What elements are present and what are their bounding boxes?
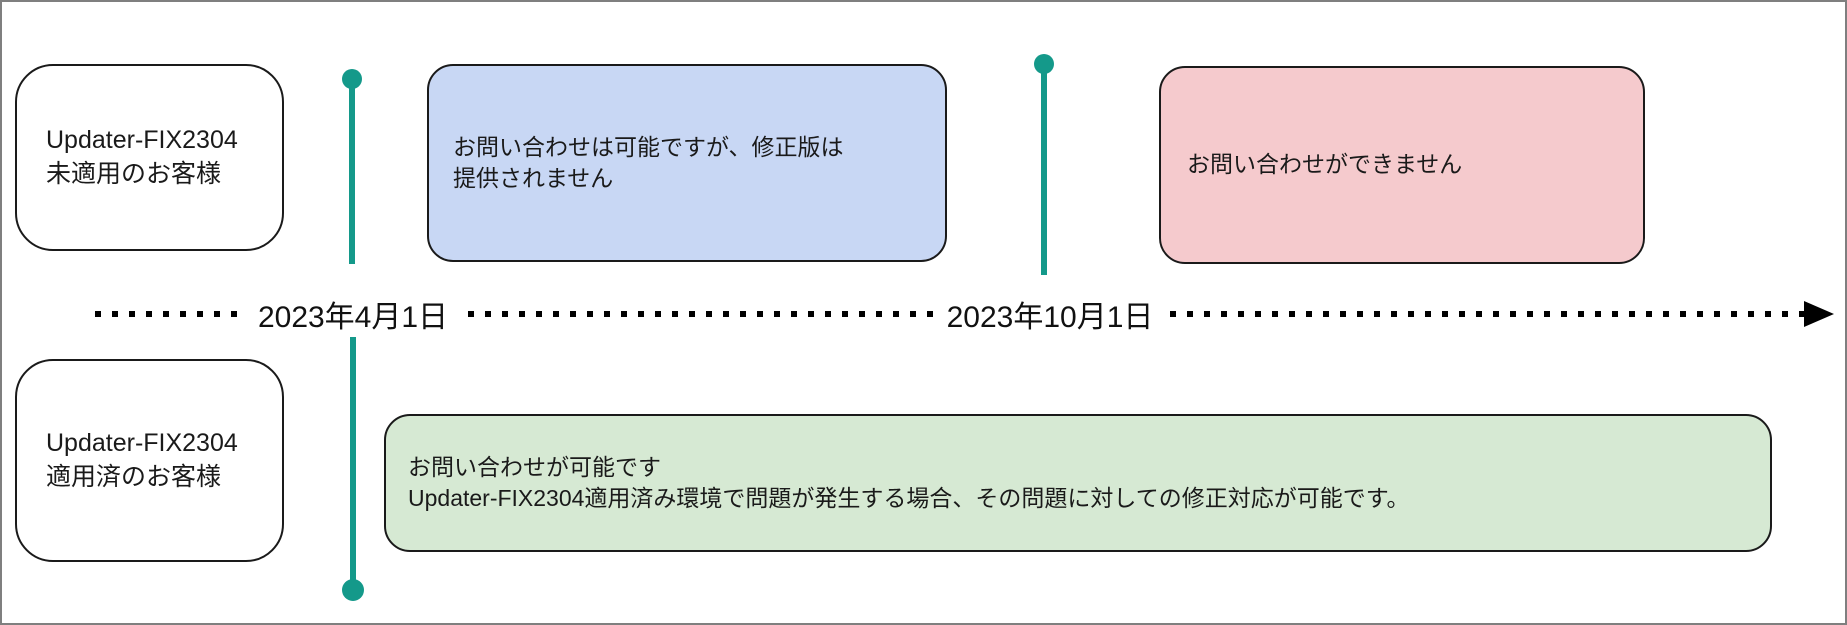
customer-box-unapplied: Updater-FIX2304 未適用のお客様 <box>15 64 284 251</box>
period-box-full-support-line1: お問い合わせが可能です <box>408 453 661 480</box>
milestone-line-april-upper <box>349 77 355 264</box>
milestone-dot-april-top-icon <box>342 69 362 89</box>
period-box-full-support-line2: Updater-FIX2304適用済み環境で問題が発生する場合、その問題に対して… <box>408 485 1410 511</box>
period-box-inquiry-only-line1: お問い合わせは可能ですが、修正版は <box>453 133 844 160</box>
period-box-inquiry-only-line2: 提供されません <box>453 165 614 191</box>
timeline-axis-segment-2 <box>468 311 936 317</box>
period-box-inquiry-only: お問い合わせは可能ですが、修正版は 提供されません <box>427 64 947 262</box>
milestone-dot-october-top-icon <box>1034 54 1054 74</box>
customer-box-applied-line2: 適用済のお客様 <box>46 462 222 491</box>
timeline-arrow-icon <box>1804 301 1834 327</box>
timeline-axis-segment-1 <box>95 311 245 317</box>
milestone-dot-april-bottom-icon <box>342 579 364 601</box>
customer-box-applied-line1: Updater-FIX2304 <box>46 429 238 457</box>
milestone-date-october: 2023年10月1日 <box>940 292 1160 336</box>
period-box-no-inquiry-line1: お問い合わせができません <box>1187 151 1463 178</box>
timeline-axis-segment-3 <box>1170 311 1804 317</box>
customer-box-unapplied-line1: Updater-FIX2304 <box>46 126 238 154</box>
milestone-line-october-upper <box>1041 62 1047 275</box>
customer-box-unapplied-line2: 未適用のお客様 <box>46 159 222 188</box>
milestone-date-april: 2023年4月1日 <box>251 292 455 336</box>
customer-box-applied: Updater-FIX2304 適用済のお客様 <box>15 359 284 562</box>
period-box-full-support: お問い合わせが可能です Updater-FIX2304適用済み環境で問題が発生す… <box>384 414 1772 552</box>
period-box-no-inquiry: お問い合わせができません <box>1159 66 1645 264</box>
milestone-line-april-lower <box>350 337 356 590</box>
